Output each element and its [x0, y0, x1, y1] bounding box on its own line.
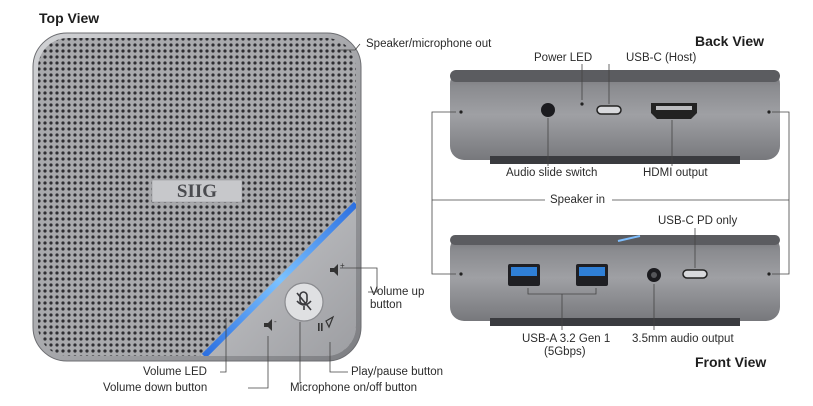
speakerphone-top-view: SIIG + - [33, 33, 361, 361]
label-volume-up-line2: button [370, 299, 402, 312]
svg-text:-: - [274, 317, 277, 326]
label-volume-up-line1: Volume up [370, 286, 424, 299]
label-audio-slide-switch: Audio slide switch [506, 167, 597, 180]
label-play-pause: Play/pause button [351, 366, 443, 379]
label-usb-c-pd: USB-C PD only [658, 215, 737, 228]
label-speaker-mic-out: Speaker/microphone out [366, 38, 491, 51]
label-usb-c-host: USB-C (Host) [626, 52, 696, 65]
heading-top-view: Top View [39, 10, 99, 26]
hub-front-view [450, 235, 780, 326]
label-audio-output: 3.5mm audio output [632, 333, 734, 346]
audio-slide-switch[interactable] [541, 103, 555, 117]
power-led [580, 102, 583, 105]
label-usb-a-line2: (5Gbps) [544, 346, 586, 359]
usb-c-pd-port[interactable] [683, 270, 707, 278]
hdmi-output-port[interactable] [651, 103, 697, 119]
heading-front-view: Front View [695, 354, 766, 370]
label-hdmi-output: HDMI output [643, 167, 708, 180]
label-usb-a-line1: USB-A 3.2 Gen 1 [522, 333, 610, 346]
label-power-led: Power LED [534, 52, 592, 65]
label-volume-down: Volume down button [103, 382, 207, 395]
hub-back-view [450, 70, 780, 164]
usb-c-host-port[interactable] [597, 106, 621, 114]
heading-back-view: Back View [695, 33, 764, 49]
brand-logo: SIIG [177, 181, 217, 202]
label-speaker-in: Speaker in [550, 194, 605, 207]
label-volume-led: Volume LED [143, 366, 207, 379]
svg-text:+: + [340, 261, 345, 270]
label-mic-toggle: Microphone on/off button [290, 382, 417, 395]
